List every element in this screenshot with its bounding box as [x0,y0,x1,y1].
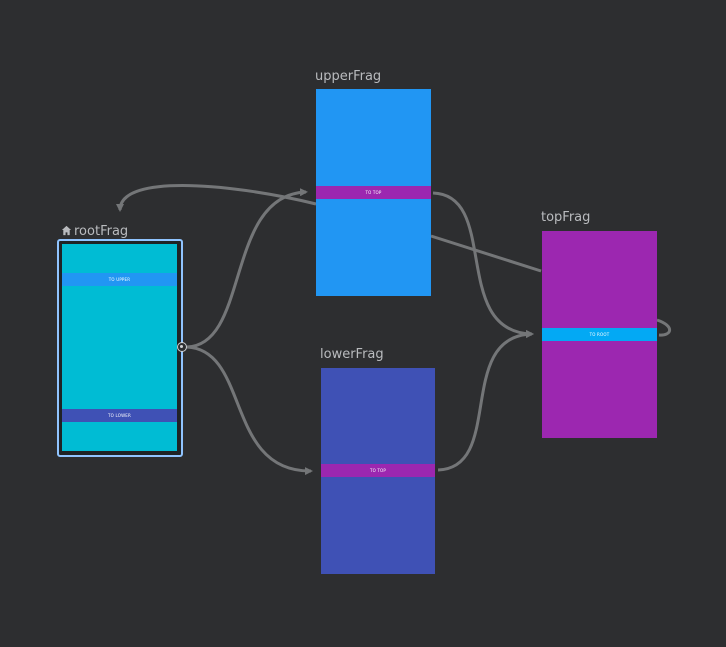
top-frag-action-to-root[interactable]: TO ROOT [542,328,657,341]
top-frag-label: topFrag [541,210,591,225]
action-label: TO TOP [369,468,387,473]
top-frag-preview[interactable]: TO ROOT [542,231,657,438]
root-frag-title: rootFrag [61,224,128,239]
root-frag-connection-handle[interactable] [177,342,187,352]
edge-lower-to-top[interactable] [437,330,534,472]
lower-frag-title: lowerFrag [320,347,384,362]
action-label: TO TOP [365,190,382,195]
upper-frag-preview[interactable]: TO TOP [316,89,431,296]
root-frag-preview[interactable]: TO UPPER TO LOWER [62,244,177,451]
action-label: TO UPPER [108,277,131,282]
upper-frag-label: upperFrag [315,69,382,84]
upper-frag-action-to-top[interactable]: TO TOP [316,186,431,199]
lower-frag-preview[interactable]: TO TOP [321,368,435,574]
lower-frag-label: lowerFrag [320,347,384,362]
edge-root-to-lower[interactable] [186,345,313,476]
top-frag-title: topFrag [541,210,590,225]
action-label: TO ROOT [589,332,610,337]
lower-frag-action-to-top[interactable]: TO TOP [321,464,435,477]
edge-top-to-root-return[interactable] [116,184,317,212]
upper-frag-title: upperFrag [315,69,381,84]
edge-top-to-root[interactable] [656,318,672,337]
action-label: TO LOWER [108,413,131,418]
edge-top-to-root-behind[interactable] [430,234,542,273]
root-frag-action-to-lower[interactable]: TO LOWER [62,409,177,422]
home-icon [61,225,72,236]
edge-root-to-upper[interactable] [186,188,308,349]
edge-upper-to-top[interactable] [432,191,534,338]
root-frag-label: rootFrag [74,224,129,239]
root-frag-action-to-upper[interactable]: TO UPPER [62,273,177,286]
